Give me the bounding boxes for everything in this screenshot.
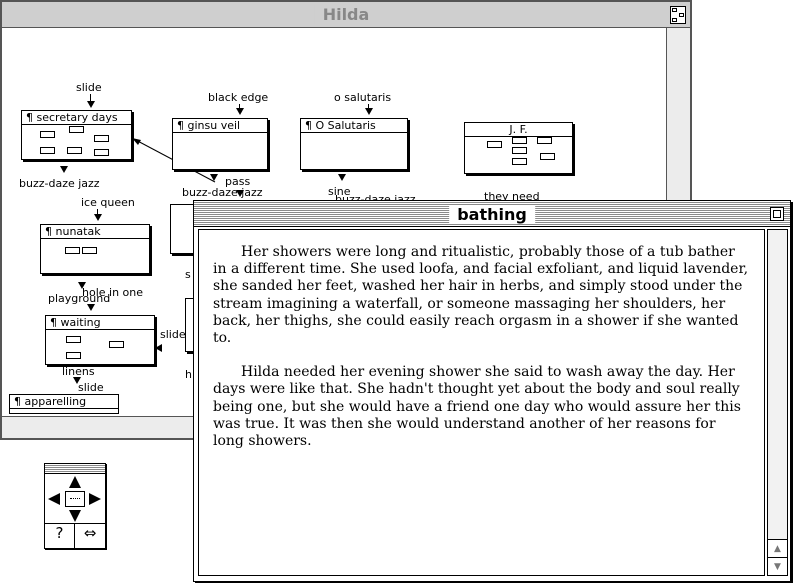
node-waiting[interactable]: ¶ waiting: [45, 315, 155, 365]
center-dots-icon[interactable]: [65, 491, 85, 507]
link-label-buzz-daze-jazz-2: buzz-daze jazz: [182, 186, 263, 199]
node-title: J. F.: [465, 123, 572, 137]
link-label-hole-in-one: hole in one: [82, 286, 144, 299]
paragraph: Her showers were long and ritualistic, p…: [213, 244, 749, 347]
document-title: bathing: [449, 205, 535, 224]
node-title: ¶ ginsu veil: [173, 119, 267, 133]
link-label-black-edge: black edge: [208, 91, 269, 104]
scroll-down-arrow-icon[interactable]: ▼: [768, 557, 787, 575]
link-label-sine: sine: [328, 185, 351, 198]
node-title: ¶ waiting: [46, 316, 154, 330]
help-button[interactable]: ?: [45, 524, 75, 548]
swap-button[interactable]: ⇔: [75, 524, 105, 548]
node-jf[interactable]: J. F.: [464, 122, 573, 174]
left-arrow-icon[interactable]: [48, 493, 60, 505]
node-title: ¶ O Salutaris: [301, 119, 407, 133]
link-label-s: s: [185, 268, 191, 281]
link-label-playground: playground: [48, 292, 111, 305]
link-label-slide: slide: [76, 81, 102, 94]
zoom-box-icon[interactable]: [770, 207, 784, 221]
map-window-title: Hilda: [314, 5, 378, 24]
node-apparelling[interactable]: ¶ apparelling: [9, 394, 119, 414]
link-label-buzz-daze-jazz: buzz-daze jazz: [19, 177, 100, 190]
scroll-up-arrow-icon[interactable]: ▲: [768, 539, 787, 557]
node-ginsu-veil[interactable]: ¶ ginsu veil: [172, 118, 268, 170]
navigation-palette: ? ⇔: [44, 463, 106, 549]
node-title: ¶ nunatak: [41, 225, 149, 239]
link-label-they-need: they need: [484, 190, 540, 203]
node-secretary-days[interactable]: ¶ secretary days: [21, 110, 132, 160]
right-arrow-icon[interactable]: [89, 493, 101, 505]
node-nunatak[interactable]: ¶ nunatak: [40, 224, 150, 274]
palette-direction-pad: [45, 474, 105, 524]
node-partial-hidden[interactable]: [170, 204, 196, 254]
map-window-titlebar[interactable]: Hilda: [2, 2, 690, 28]
map-view-toggle-icon[interactable]: [670, 6, 686, 24]
link-label-o-salutaris: o salutaris: [334, 91, 392, 104]
link-label-linens: linens: [62, 365, 95, 378]
help-icon: ?: [55, 524, 64, 542]
document-vertical-scrollbar[interactable]: ▲ ▼: [767, 229, 788, 576]
link-label-ice-queen: ice queen: [81, 196, 135, 209]
up-arrow-icon[interactable]: [69, 476, 81, 488]
document-text-area[interactable]: Her showers were long and ritualistic, p…: [198, 229, 765, 576]
link-label-pass: pass: [225, 175, 251, 188]
link-label-slide-2: slide: [160, 328, 186, 341]
document-titlebar[interactable]: bathing: [194, 201, 790, 227]
node-o-salutaris[interactable]: ¶ O Salutaris: [300, 118, 408, 170]
palette-titlebar[interactable]: [45, 464, 105, 474]
link-label-h: h: [185, 368, 192, 381]
swap-arrows-icon: ⇔: [83, 524, 97, 542]
document-window: bathing Her showers were long and ritual…: [193, 200, 791, 582]
node-title: ¶ apparelling: [10, 395, 118, 409]
link-label-slide-3: slide: [78, 381, 104, 394]
paragraph: Hilda needed her evening shower she said…: [213, 364, 741, 450]
down-arrow-icon[interactable]: [69, 510, 81, 522]
node-title: ¶ secretary days: [22, 111, 131, 125]
